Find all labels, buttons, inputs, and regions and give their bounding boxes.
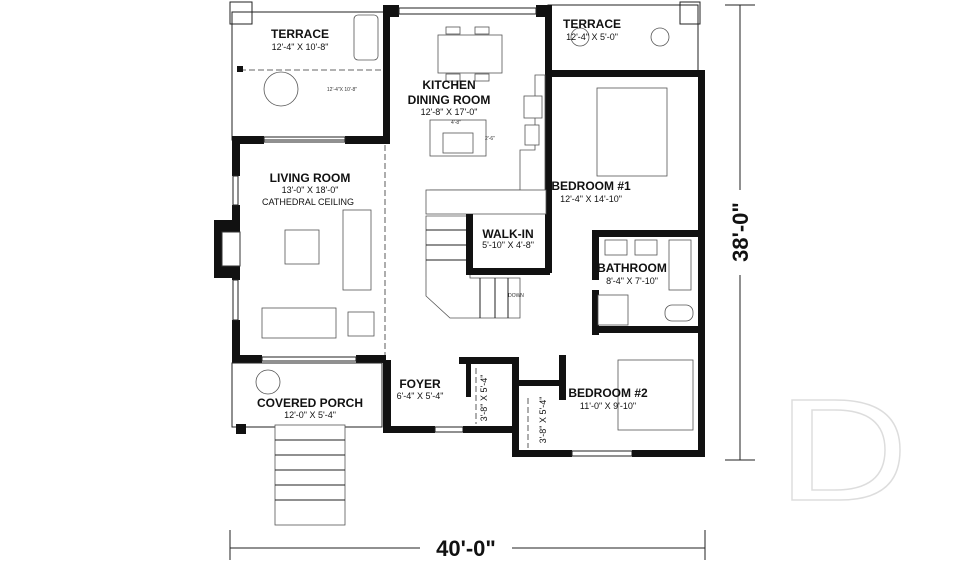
walk-in-label: WALK-IN (482, 227, 533, 241)
dining-table (437, 26, 503, 82)
kitchen-island: 4'-8" 2'-6" (429, 119, 495, 157)
terrace-right-label: TERRACE (563, 17, 621, 31)
kitchen-walls (383, 5, 705, 270)
kitchen-size: 12'-8" X 17'-0" (421, 107, 478, 117)
foyer-label: FOYER (399, 377, 441, 391)
living-room-label: LIVING ROOM (270, 171, 351, 185)
depth-label: 38'-0" (728, 202, 753, 262)
interior-walls (466, 70, 705, 455)
kitchen-label: KITCHEN (422, 78, 475, 92)
closet-2-size: 3'-8" X 5'-4" (538, 397, 548, 444)
bedroom-2-size: 11'-0" X 9'-10" (580, 401, 636, 411)
stairs-down-label: DOWN (508, 293, 524, 299)
covered-porch-size: 12'-0" X 5'-4" (284, 410, 336, 420)
bedroom-1-label: BEDROOM #1 (551, 179, 631, 193)
bed-2 (617, 359, 694, 431)
covered-porch-label: COVERED PORCH (257, 396, 363, 410)
terrace-left-label: TERRACE (271, 27, 329, 41)
covered-porch (231, 362, 383, 526)
walk-in-size: 5'-10" X 4'-8" (482, 240, 534, 250)
bathroom-label: BATHROOM (597, 261, 667, 275)
bedroom-1-size: 12'-4" X 14'-10" (560, 194, 622, 204)
terrace-left-area (229, 1, 385, 141)
bed-1 (596, 87, 668, 177)
depth-dimension: 38'-0" (725, 4, 755, 461)
living-room-walls (214, 136, 390, 363)
terrace-left-inner-size: 12'-4"X 10'-8" (327, 87, 357, 93)
terrace-right-size: 12'-4" X 5'-0" (566, 32, 618, 42)
bathroom-size: 8'-4" X 7'-10" (606, 276, 658, 286)
island-width: 4'-8" (451, 120, 461, 126)
staircase: DOWN (425, 189, 547, 319)
foyer-size: 6'-4" X 5'-4" (397, 391, 444, 401)
width-label: 40'-0" (436, 536, 496, 561)
width-dimension: 40'-0" (229, 530, 706, 561)
island-depth: 2'-6" (485, 136, 495, 142)
living-room-size: 13'-0" X 18'-0" (282, 185, 339, 195)
dining-room-label: DINING ROOM (408, 93, 491, 107)
bedroom-2-label: BEDROOM #2 (568, 386, 648, 400)
closet-1-size: 3'-8" X 5'-4" (479, 375, 489, 422)
terrace-left-size: 12'-4" X 10'-8" (272, 42, 329, 52)
lower-walls (383, 355, 705, 457)
cathedral-ceiling-note: CATHEDRAL CEILING (262, 197, 354, 207)
logo (791, 399, 901, 501)
